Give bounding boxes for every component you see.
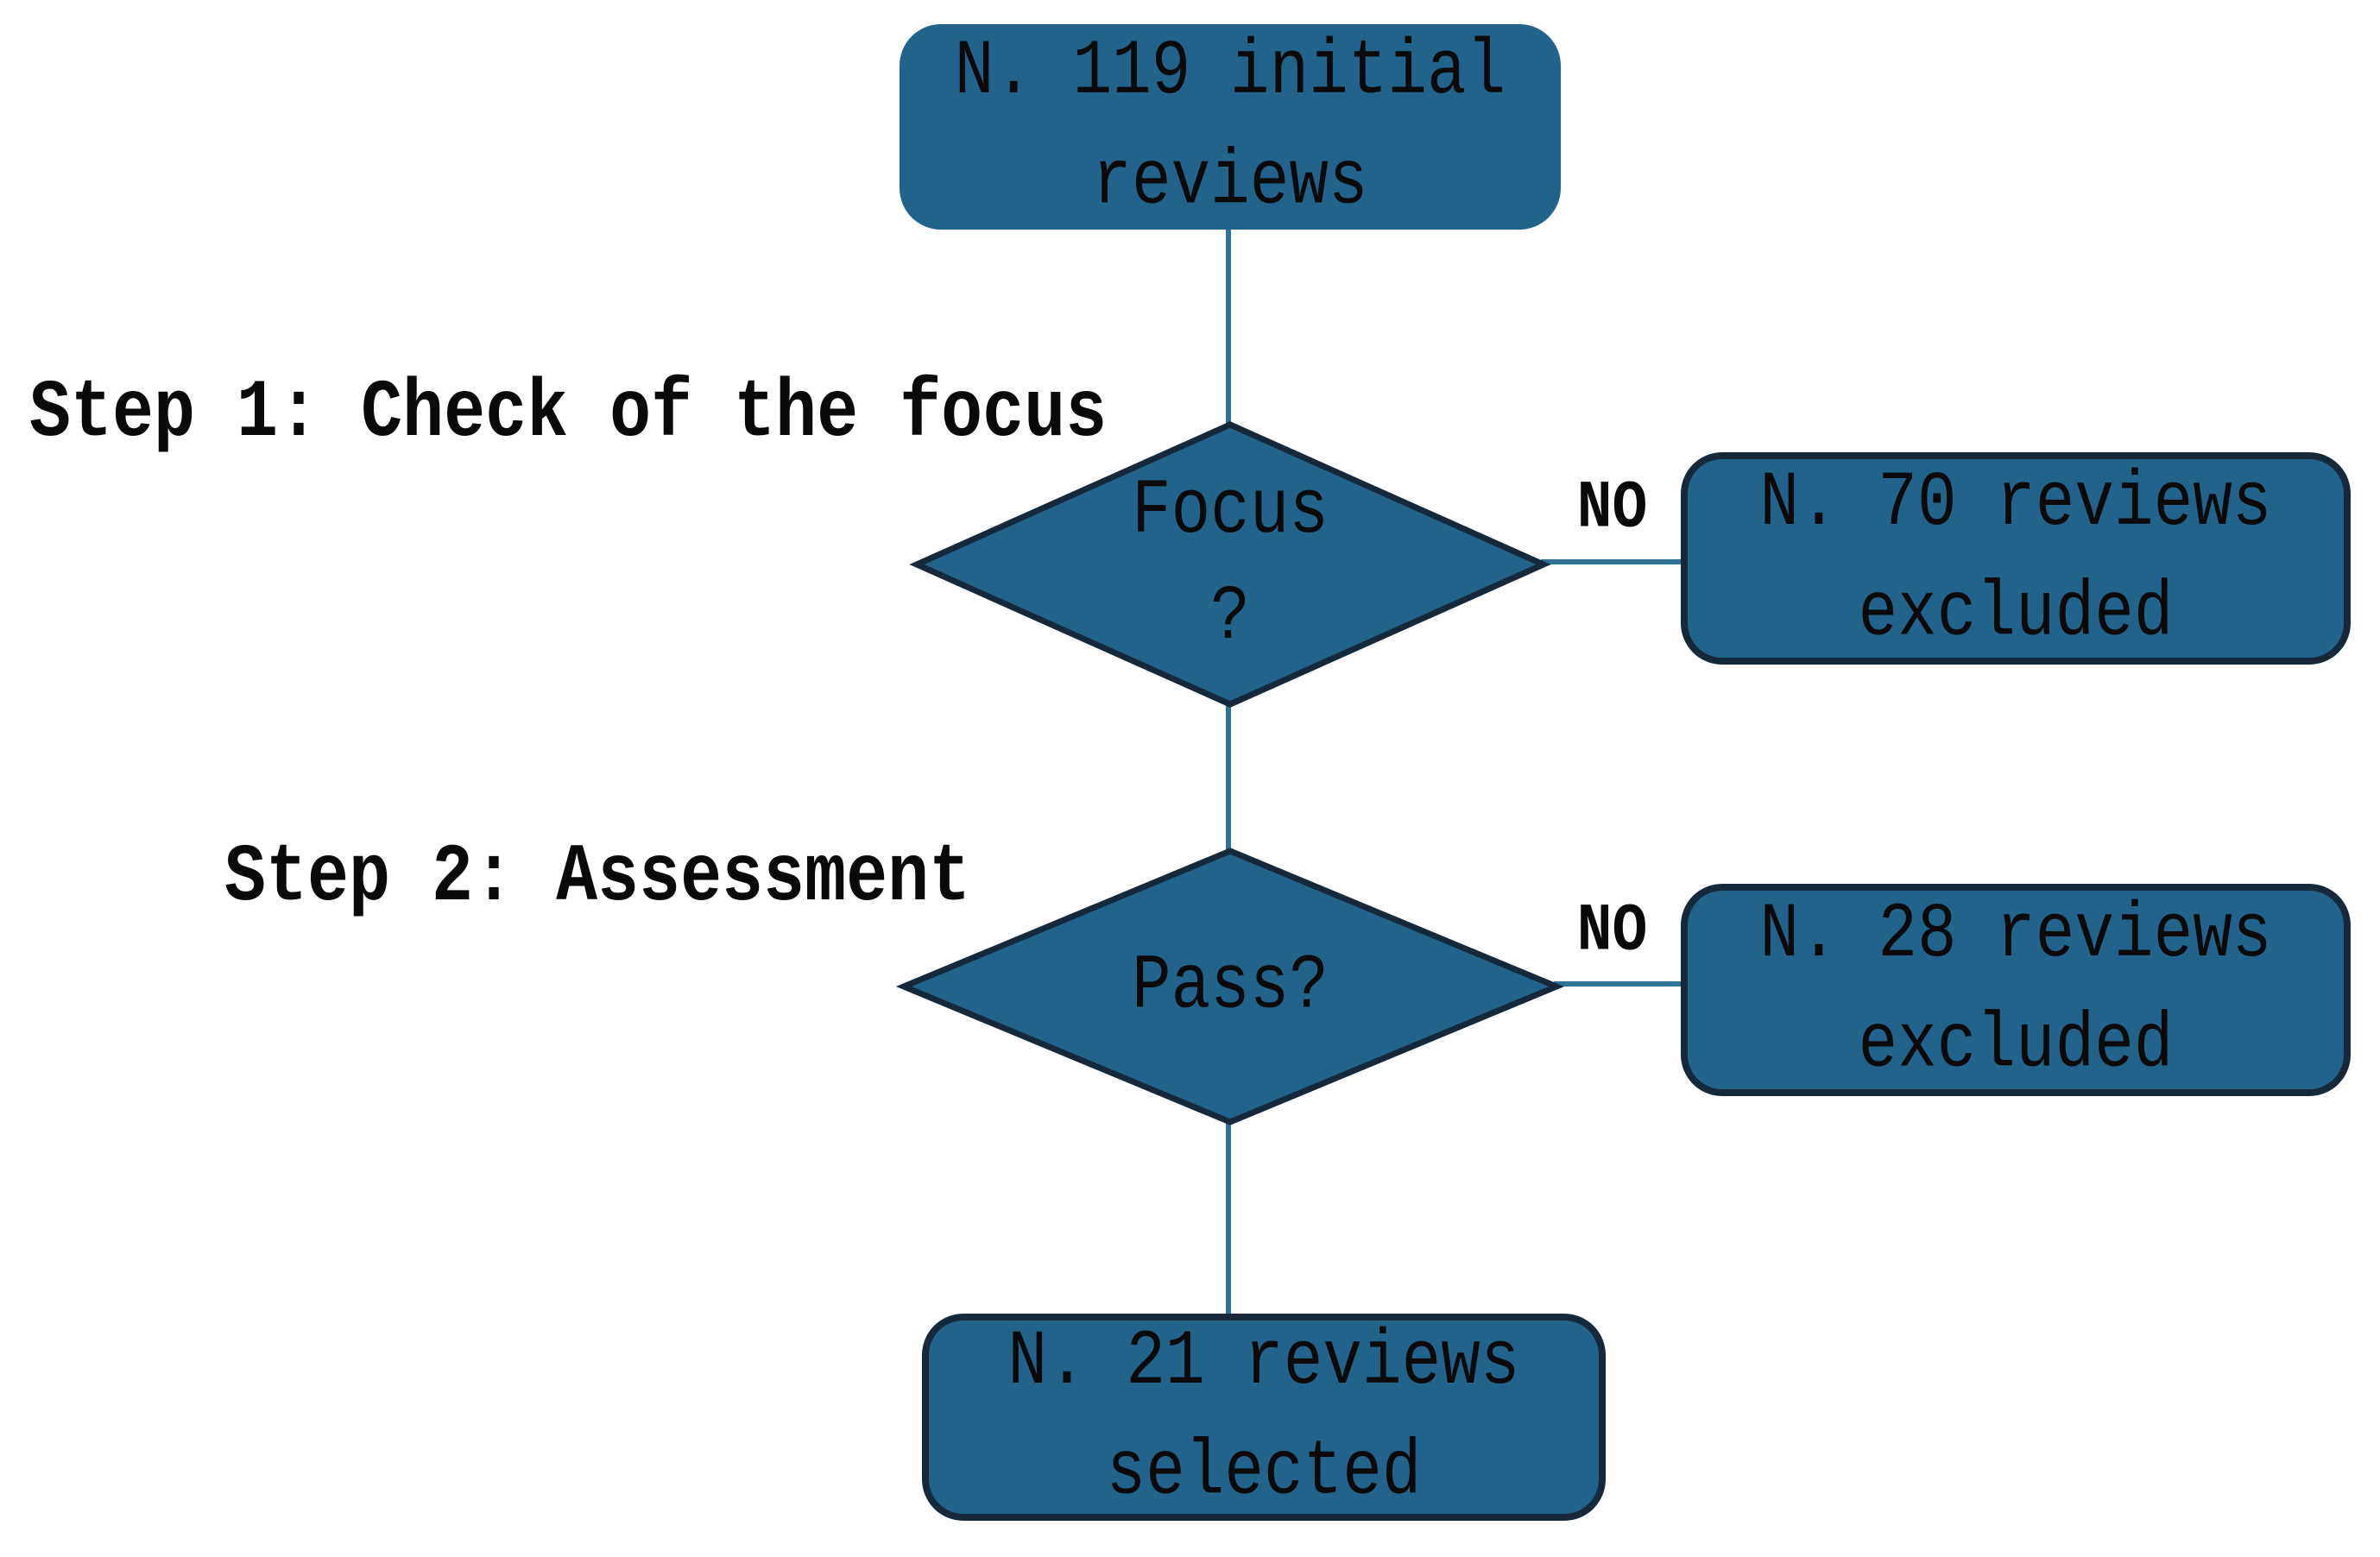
assessment-decision-text: Pass? xyxy=(904,851,1556,1122)
excluded-focus-node: N. 70 reviews excluded xyxy=(1681,452,2351,665)
excluded-assessment-line1: N. 28 reviews xyxy=(1759,891,2272,980)
selected-reviews-line1: N. 21 reviews xyxy=(1007,1318,1520,1407)
initial-reviews-node: N. 119 initial reviews xyxy=(900,24,1561,230)
initial-reviews-line2: reviews xyxy=(1092,137,1368,226)
no-label-assessment: NO xyxy=(1576,893,1648,970)
initial-reviews-text: N. 119 initial reviews xyxy=(955,17,1506,237)
selected-reviews-text: N. 21 reviews selected xyxy=(1008,1308,1520,1528)
excluded-assessment-node: N. 28 reviews excluded xyxy=(1681,884,2351,1096)
assessment-decision-diamond xyxy=(895,848,1565,1125)
selected-reviews-node: N. 21 reviews selected xyxy=(922,1314,1606,1521)
step2-label: Step 2: Assessment xyxy=(224,832,971,925)
focus-decision-line2: ? xyxy=(1210,573,1250,662)
initial-reviews-line1: N. 119 initial xyxy=(954,28,1506,117)
focus-decision-diamond xyxy=(909,421,1551,708)
excluded-assessment-text: N. 28 reviews excluded xyxy=(1760,880,2272,1100)
excluded-focus-line1: N. 70 reviews xyxy=(1759,459,2272,548)
excluded-focus-text: N. 70 reviews excluded xyxy=(1760,449,2272,669)
focus-decision-line1: Focus xyxy=(1131,467,1329,556)
focus-decision-text: Focus? xyxy=(917,425,1544,704)
excluded-assessment-line2: excluded xyxy=(1858,1000,2174,1089)
no-label-focus: NO xyxy=(1576,470,1648,547)
excluded-focus-line2: excluded xyxy=(1858,569,2174,658)
assessment-decision-line1: Pass? xyxy=(1131,942,1329,1031)
step1-label: Step 1: Check of the focus xyxy=(29,368,1108,461)
selected-reviews-line2: selected xyxy=(1106,1428,1422,1516)
